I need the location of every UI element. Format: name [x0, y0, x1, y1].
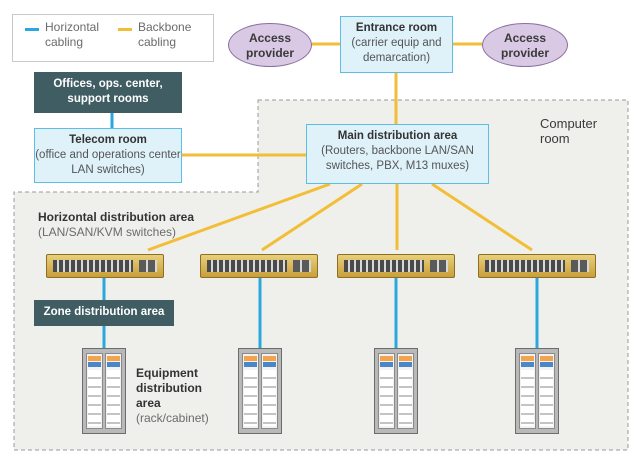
- telecom-room: Telecom room (office and operations cent…: [34, 128, 182, 183]
- rack-door: [86, 353, 103, 429]
- entrance-room-title: Entrance room: [355, 22, 438, 34]
- backbone-link-hda-1: [147, 182, 331, 252]
- switch-ports: [207, 260, 287, 272]
- backbone-link-hda-4: [431, 182, 533, 252]
- zda-label: Zone distribution area: [43, 306, 165, 318]
- backbone-link-hda-2: [261, 182, 363, 252]
- rack-door: [261, 353, 278, 429]
- switch-uplink-ports: [430, 260, 448, 272]
- hda-switch-3: [337, 254, 455, 278]
- horizontal-cabling-label: Horizontal cabling: [45, 20, 100, 49]
- computer-room-outline: [13, 99, 629, 451]
- hda-title: Horizontal distribution area: [38, 210, 195, 224]
- computer-room-label: Computer room: [540, 116, 598, 146]
- rack-door: [378, 353, 395, 429]
- entrance-room-subtitle: (carrier equip and demarcation): [351, 37, 442, 64]
- rack-2: [238, 348, 282, 434]
- legend: Horizontal cabling Backbone cabling: [12, 14, 214, 62]
- switch-ports: [485, 260, 565, 272]
- access-provider-left: Access provider: [228, 23, 312, 67]
- switch-ports: [344, 260, 424, 272]
- switch-uplink-ports: [571, 260, 589, 272]
- rack-3: [374, 348, 418, 434]
- hda-switch-4: [478, 254, 596, 278]
- offices-label: Offices, ops. center, support rooms: [53, 78, 163, 105]
- rack-1: [82, 348, 126, 434]
- hda-label: Horizontal distribution area (LAN/SAN/KV…: [38, 210, 208, 240]
- access-provider-right-label: Access provider: [500, 31, 549, 60]
- access-provider-left-label: Access provider: [245, 31, 294, 60]
- rack-door: [242, 353, 259, 429]
- horizontal-cabling-swatch: [25, 28, 39, 31]
- hda-subtitle: (LAN/SAN/KVM switches): [38, 225, 177, 239]
- backbone-cabling-label: Backbone cabling: [138, 20, 192, 49]
- eda-label: Equipment distribution area (rack/cabine…: [136, 366, 220, 426]
- switch-uplink-ports: [293, 260, 311, 272]
- main-distribution-area: Main distribution area (Routers, backbon…: [306, 124, 489, 184]
- eda-subtitle: (rack/cabinet): [136, 411, 209, 425]
- telecom-room-subtitle: (office and operations center LAN switch…: [35, 149, 181, 176]
- hda-switch-2: [200, 254, 318, 278]
- rack-door: [397, 353, 414, 429]
- rack-door: [519, 353, 536, 429]
- access-provider-right: Access provider: [482, 23, 568, 67]
- offices-box: Offices, ops. center, support rooms: [34, 72, 182, 113]
- switch-uplink-ports: [139, 260, 157, 272]
- rack-door: [538, 353, 555, 429]
- entrance-room: Entrance room (carrier equip and demarca…: [340, 16, 453, 73]
- rack-4: [515, 348, 559, 434]
- zone-distribution-area: Zone distribution area: [34, 300, 174, 326]
- switch-ports: [53, 260, 133, 272]
- mda-title: Main distribution area: [337, 130, 458, 142]
- backbone-cabling-swatch: [118, 28, 132, 31]
- telecom-room-title: Telecom room: [69, 134, 147, 146]
- rack-door: [105, 353, 122, 429]
- eda-title: Equipment distribution area: [136, 366, 202, 410]
- hda-switch-1: [46, 254, 164, 278]
- mda-subtitle: (Routers, backbone LAN/SAN switches, PBX…: [321, 145, 474, 172]
